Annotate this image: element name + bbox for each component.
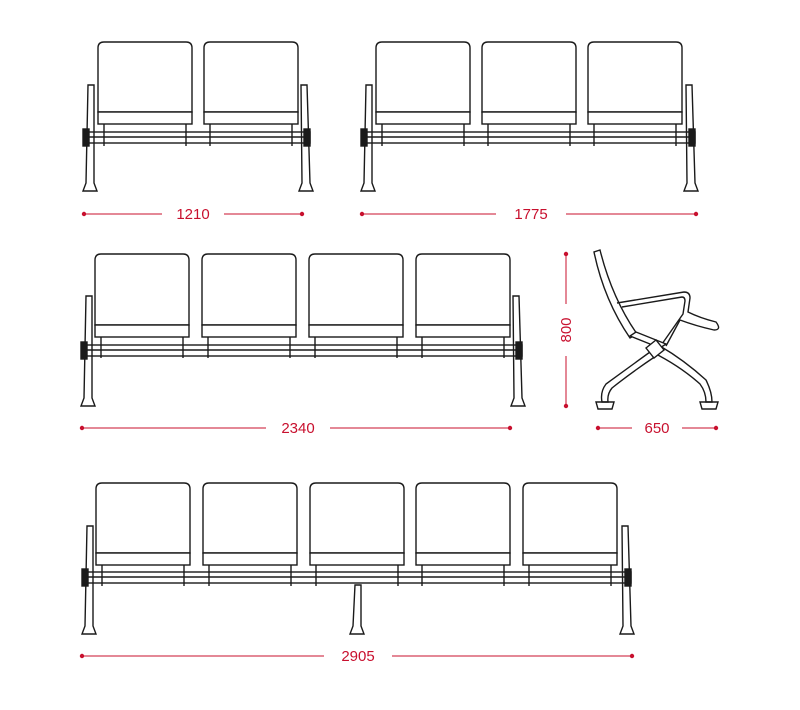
side-leg-front: [600, 351, 658, 403]
dimension-depth: 650: [595, 420, 719, 437]
dimension-label-650: 650: [644, 420, 669, 437]
dimension-four-seat: 2340: [79, 420, 513, 437]
bench-five-seat: [80, 482, 636, 635]
bench-leg-left: [359, 84, 377, 192]
dimension-three-seat: 1775: [359, 206, 699, 223]
seat: [309, 482, 405, 586]
bench-three-seat: [359, 41, 700, 192]
side-leg-back: [650, 345, 713, 403]
bench-leg-center: [348, 584, 366, 635]
dimension-height: 800: [558, 251, 575, 409]
seat: [95, 482, 191, 586]
side-armrest: [616, 291, 720, 347]
bench-leg-right: [509, 295, 527, 407]
dimension-label-1210: 1210: [176, 206, 209, 223]
bench-leg-left: [79, 295, 97, 407]
bench-leg-right: [682, 84, 700, 192]
chair-side-view: [593, 249, 720, 410]
seat: [202, 482, 298, 586]
dimension-label-2340: 2340: [281, 420, 314, 437]
seat: [97, 41, 193, 146]
side-backrest: [593, 249, 639, 339]
bench-leg-right: [618, 525, 636, 635]
seat: [415, 482, 511, 586]
seat: [308, 253, 404, 358]
seat: [481, 41, 577, 146]
seat: [415, 253, 511, 358]
bench-four-seat: [79, 253, 527, 407]
seat: [522, 482, 618, 586]
dimension-five-seat: 2905: [79, 648, 635, 665]
bench-leg-right: [297, 84, 315, 192]
seat: [587, 41, 683, 146]
dimension-label-800: 800: [558, 317, 575, 342]
bench-leg-left: [81, 84, 99, 192]
seat: [203, 41, 299, 146]
seat: [201, 253, 297, 358]
dimension-two-seat: 1210: [81, 206, 305, 223]
seat: [94, 253, 190, 358]
dimension-label-1775: 1775: [514, 206, 547, 223]
bench-leg-left: [80, 525, 98, 635]
bench-two-seat: [81, 41, 315, 192]
dimension-label-2905: 2905: [341, 648, 374, 665]
seat: [375, 41, 471, 146]
